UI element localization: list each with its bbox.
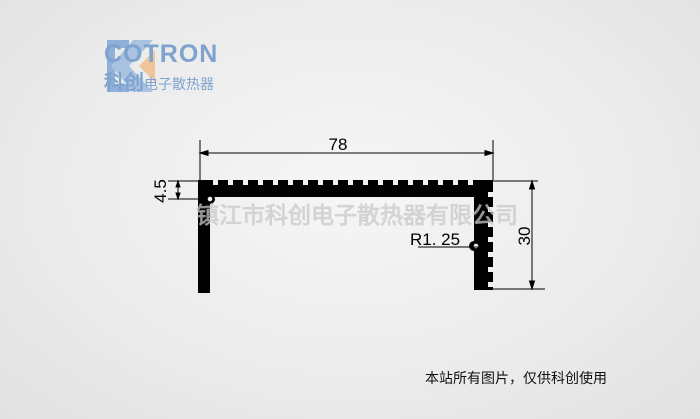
profile-segment [488, 207, 493, 212]
profile-shape [198, 180, 493, 293]
profile-segment [213, 180, 218, 185]
brand-cn-main: 科创 [104, 70, 144, 94]
profile-segment [408, 180, 413, 185]
thickness-dimension: 4.5 [151, 179, 170, 203]
radius-dimension: R1. 25 [410, 230, 460, 249]
profile-segment [273, 180, 278, 185]
profile-segment [243, 180, 248, 185]
profile-segment [468, 180, 473, 185]
profile-segment [488, 192, 493, 197]
watermark: 镇江市科创电子散热器有限公司 [196, 203, 518, 229]
profile-segment [423, 180, 428, 185]
profile-segment [488, 252, 493, 257]
profile-segment [363, 180, 368, 185]
cotron-logo-icon [107, 40, 155, 92]
footer-note: 本站所有图片，仅供科创使用 [425, 371, 607, 387]
profile-segment [333, 180, 338, 185]
profile-segment [378, 180, 383, 185]
profile-segment [288, 180, 293, 185]
screw-hole [473, 243, 479, 249]
profile-segment [318, 180, 323, 185]
width-dimension: 78 [329, 135, 348, 154]
profile-segment [488, 267, 493, 272]
profile-segment [393, 180, 398, 185]
profile-segment [488, 282, 493, 287]
brand-name-cn: 科创电子散热器 [104, 66, 214, 95]
brand-name: COTRON [104, 40, 219, 68]
profile-segment [488, 222, 493, 227]
screw-hole [207, 196, 213, 202]
profile-segment [198, 180, 493, 197]
profile-segment [228, 180, 233, 185]
profile-segment [198, 180, 210, 293]
profile-segment [303, 180, 308, 185]
brand-cn-sub: 电子散热器 [144, 77, 214, 93]
profile-segment [453, 180, 458, 185]
dimension-lines [168, 140, 545, 291]
profile-segment [258, 180, 263, 185]
profile-segment [438, 180, 443, 185]
profile-segment [348, 180, 353, 185]
height-dimension: 30 [515, 227, 534, 246]
profile-segment [488, 237, 493, 242]
